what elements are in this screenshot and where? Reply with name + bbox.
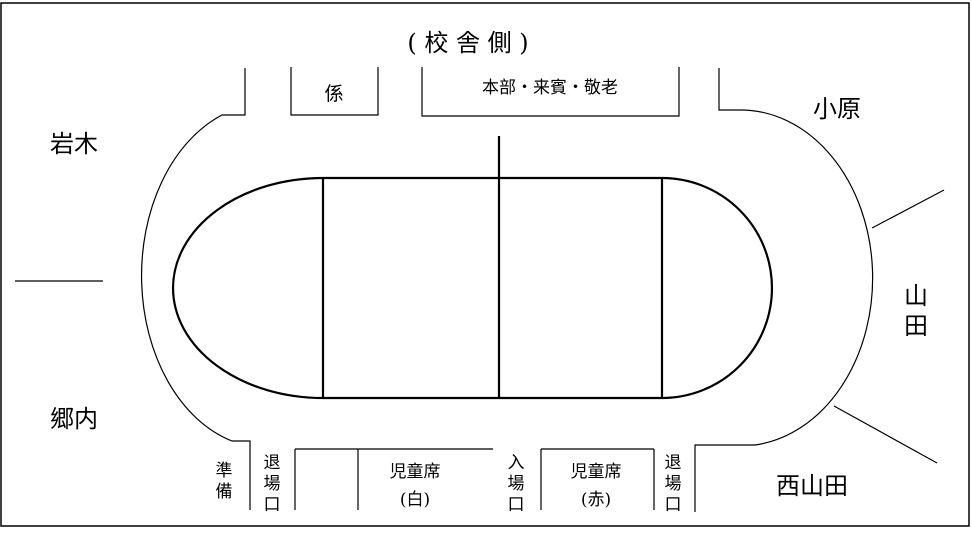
exit-right-1: 退	[665, 453, 682, 473]
running-track	[171, 176, 774, 400]
children-white-line1: 児童席	[390, 462, 441, 482]
district-gounai: 郷内	[50, 405, 98, 433]
prep-label-1: 準	[216, 461, 233, 481]
prep-label-2: 備	[216, 482, 233, 502]
headquarters-label: 本部・来賓・敬老	[482, 78, 618, 98]
district-nishiyamada: 西山田	[776, 472, 848, 500]
children-white-line2: (白)	[400, 490, 430, 510]
staff-booth	[290, 67, 379, 116]
exit-left-2: 場	[264, 474, 281, 494]
district-ohara: 小原	[813, 95, 861, 123]
exit-right-3: 口	[665, 495, 682, 515]
bottom-seat-dividers	[294, 449, 655, 510]
staff-label: 係	[324, 83, 343, 105]
boundary-ohara-yamada	[871, 189, 945, 229]
header-title: ( 校 舎 側 )	[407, 29, 528, 57]
outer-track-left	[140, 68, 251, 510]
district-yamada-bottom: 田	[904, 312, 928, 340]
exit-right-2: 場	[665, 474, 682, 494]
headquarters-booth	[421, 67, 680, 117]
district-iwaki: 岩木	[50, 130, 98, 158]
boundary-yamada-nishiyamada	[833, 405, 938, 464]
entrance-3: 口	[508, 495, 525, 515]
exit-left-3: 口	[264, 495, 281, 515]
exit-left-1: 退	[264, 453, 281, 473]
entrance-1: 入	[508, 453, 525, 473]
children-red-line2: (赤)	[581, 490, 611, 510]
children-red-line1: 児童席	[571, 462, 622, 482]
outer-track-right	[694, 68, 874, 512]
district-yamada-top: 山	[904, 282, 928, 310]
entrance-2: 場	[508, 474, 525, 494]
